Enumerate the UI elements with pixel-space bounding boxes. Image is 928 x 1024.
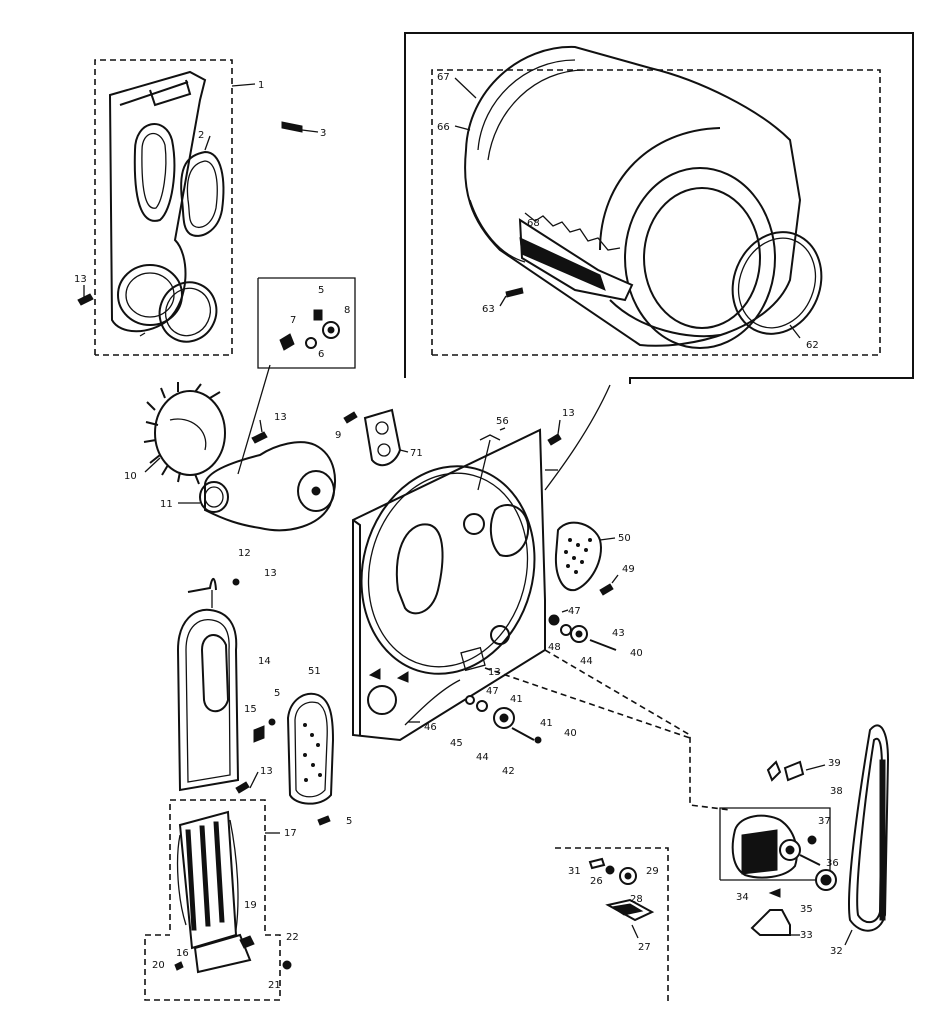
callout-5-controls: 5 [318,285,324,296]
callout-11: 11 [160,499,173,510]
callout-45: 45 [450,738,463,749]
callout-21: 21 [268,980,281,991]
callout-29: 29 [646,866,659,877]
callout-13-topleft: 13 [74,274,87,285]
callout-35: 35 [800,904,813,915]
callout-41-right: 41 [540,718,553,729]
callout-49: 49 [622,564,635,575]
callout-39: 39 [828,758,841,769]
callout-13-bulkhead: 13 [562,408,575,419]
bracket-71-group [343,408,409,467]
motor-assembly-group [719,724,890,946]
callout-13-blower: 13 [274,412,287,423]
callout-62: 62 [806,340,819,351]
callout-16: 16 [176,948,189,959]
callout-26: 26 [590,876,603,887]
callout-14: 14 [258,656,271,667]
callout-50: 50 [618,533,631,544]
callout-7: 7 [290,315,296,326]
callout-44-top: 44 [580,656,593,667]
callout-47-top: 47 [568,606,581,617]
callout-42: 42 [502,766,515,777]
front-duct-panel-group [77,59,319,356]
callout-68: 68 [527,218,540,229]
callout-67: 67 [437,72,450,83]
callout-12: 12 [238,548,251,559]
callout-13-duct: 13 [264,568,277,579]
rear-bulkhead-group [352,384,731,811]
callout-33: 33 [800,930,813,941]
drum-assembly-group [404,32,914,384]
callout-71: 71 [410,448,423,459]
callout-2: 2 [198,130,204,141]
idler-pulley-group [555,847,669,1005]
callout-20: 20 [152,960,165,971]
callout-46: 46 [424,722,437,733]
callout-27: 27 [638,942,651,953]
callout-44-bottom: 44 [476,752,489,763]
heating-element-group [144,799,292,1001]
callout-6: 6 [318,349,324,360]
callout-10: 10 [124,471,137,482]
callout-56: 56 [496,416,509,427]
callout-22: 22 [286,932,299,943]
callout-17: 17 [284,828,297,839]
callout-37: 37 [818,816,831,827]
thermostat-parts-group [237,277,356,475]
callout-19: 19 [244,900,257,911]
callout-66: 66 [437,122,450,133]
blower-assembly-group [143,382,336,532]
callout-51: 51 [308,666,321,677]
callout-40-bottom: 40 [564,728,577,739]
callout-9: 9 [335,430,341,441]
callout-5-plate: 5 [346,816,352,827]
callout-8: 8 [344,305,350,316]
callout-34: 34 [736,892,749,903]
callout-63: 63 [482,304,495,315]
callout-41-bottom: 41 [510,694,523,705]
heater-duct-group [176,577,335,826]
callout-36: 36 [826,858,839,869]
callout-labels: 1 3 2 13 67 66 68 63 62 5 8 7 6 13 9 71 … [74,72,843,991]
callout-31: 31 [568,866,581,877]
callout-40-top: 40 [630,648,643,659]
callout-3: 3 [320,128,326,139]
callout-48: 48 [548,642,561,653]
callout-5-duct: 5 [274,688,280,699]
callout-15: 15 [244,704,257,715]
callout-43: 43 [612,628,625,639]
callout-13-mid: 13 [488,667,501,678]
callout-38: 38 [830,786,843,797]
callout-47-bottom: 47 [486,686,499,697]
callout-13-heater: 13 [260,766,273,777]
callout-32: 32 [830,946,843,957]
callout-28: 28 [630,894,643,905]
callout-1: 1 [258,80,264,91]
